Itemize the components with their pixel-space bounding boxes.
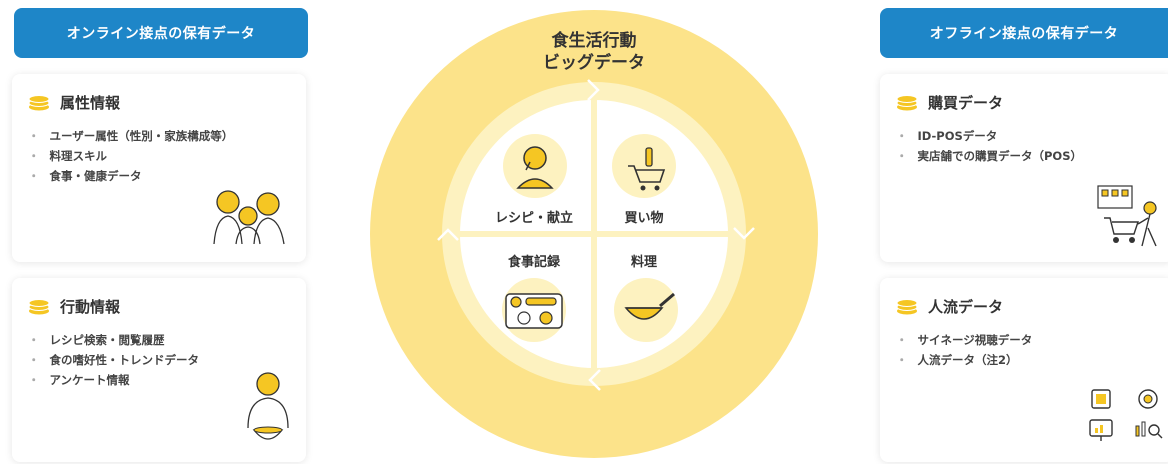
purchase-data-card: 購買データ ・ID-POSデータ ・実店舗での購買データ（POS） <box>880 74 1168 262</box>
food-tray-icon <box>502 278 566 342</box>
list-item: ・レシピ検索・閲覧履歴 <box>28 333 165 347</box>
coin-stack-icon <box>896 298 918 314</box>
ring-arrow-bottom-icon <box>588 369 601 391</box>
attribute-info-card: 属性情報 ・ユーザー属性（性別・家族構成等） ・料理スキル ・食事・健康データ <box>12 74 306 262</box>
center-title-line1: 食生活行動 <box>552 30 637 51</box>
coin-stack-icon <box>28 94 50 110</box>
chip-icon <box>1091 389 1111 409</box>
quadrant-cooking-label: 料理 <box>631 254 657 270</box>
list-item: ・ID-POSデータ <box>896 129 998 143</box>
list-item: ・食の嗜好性・トレンドデータ <box>28 353 199 367</box>
people-flow-data-title: 人流データ <box>928 298 1004 316</box>
shopping-cart-icon <box>612 134 676 198</box>
person-thinking-icon <box>503 134 567 198</box>
purchase-data-list: ・ID-POSデータ ・実店舗での購買データ（POS） <box>896 126 1082 166</box>
quadrant-shopping-label: 買い物 <box>624 210 663 226</box>
center-title-line2: ビッグデータ <box>543 52 645 73</box>
ring-arrow-right-icon <box>733 227 755 240</box>
ring-arrow-top-icon <box>587 79 600 101</box>
people-flow-data-list: ・サイネージ視聴データ ・人流データ（注2） <box>896 330 1032 370</box>
ring-arrow-left-icon <box>437 228 459 241</box>
quadrant-meal-log-label: 食事記録 <box>508 254 561 270</box>
shopper-with-cart-illustration-icon <box>1097 185 1157 247</box>
attribute-info-list: ・ユーザー属性（性別・家族構成等） ・料理スキル ・食事・健康データ <box>28 126 233 186</box>
list-item: ・アンケート情報 <box>28 373 130 387</box>
behavior-info-card: 行動情報 ・レシピ検索・閲覧履歴 ・食の嗜好性・トレンドデータ ・アンケート情報 <box>12 278 306 462</box>
list-item: ・料理スキル <box>28 149 107 163</box>
online-data-header: オンライン接点の保有データ <box>14 8 308 58</box>
person-eating-illustration-icon <box>247 372 289 440</box>
monitor-chart-icon <box>1089 419 1113 441</box>
list-item: ・人流データ（注2） <box>896 353 1018 367</box>
family-illustration-icon <box>213 190 285 245</box>
list-item: ・食事・健康データ <box>28 169 142 183</box>
frying-pan-icon <box>614 278 678 342</box>
list-item: ・ユーザー属性（性別・家族構成等） <box>28 129 234 143</box>
quadrant-recipe-label: レシピ・献立 <box>495 210 573 226</box>
people-flow-data-card: 人流データ ・サイネージ視聴データ ・人流データ（注2） <box>880 278 1168 462</box>
coin-stack-icon <box>896 94 918 110</box>
donut-chart-icon <box>1138 389 1158 409</box>
behavior-info-list: ・レシピ検索・閲覧履歴 ・食の嗜好性・トレンドデータ ・アンケート情報 <box>28 330 199 390</box>
coin-stack-icon <box>28 298 50 314</box>
list-item: ・サイネージ視聴データ <box>896 333 1033 347</box>
list-item: ・実店舗での購買データ（POS） <box>896 149 1082 163</box>
analytics-search-icon <box>1135 421 1163 439</box>
data-icons-cluster <box>1089 389 1163 441</box>
attribute-info-title: 属性情報 <box>60 94 121 112</box>
purchase-data-title: 購買データ <box>928 94 1004 112</box>
offline-data-header: オフライン接点の保有データ <box>880 8 1168 58</box>
behavior-info-title: 行動情報 <box>60 298 121 316</box>
